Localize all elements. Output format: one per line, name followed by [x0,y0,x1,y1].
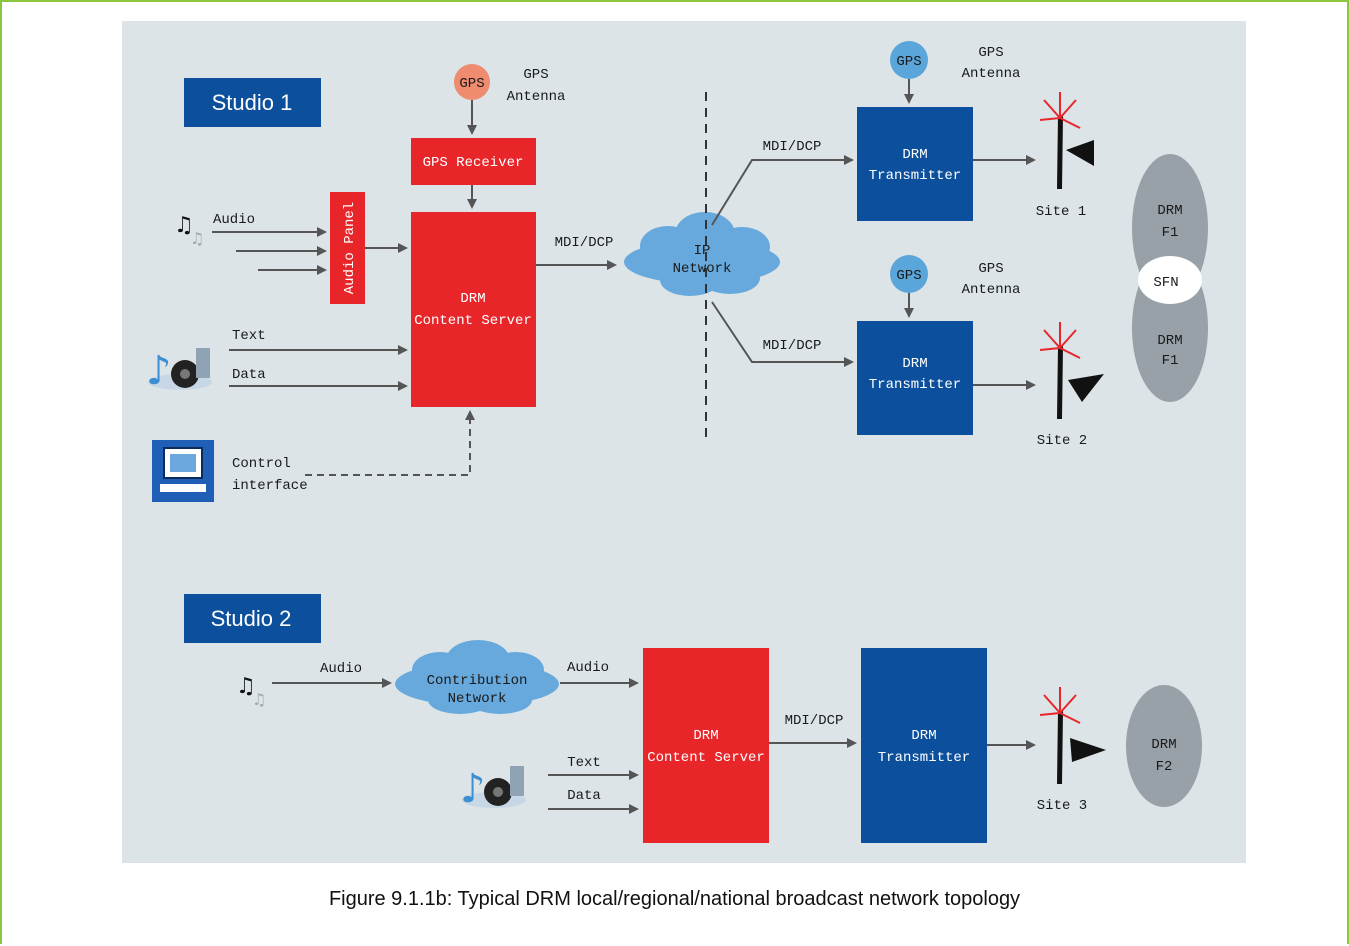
text-label: Text [567,755,601,771]
drm-transmitter-2-box: DRM Transmitter [857,321,973,435]
antenna-tower-icon [1039,92,1094,189]
figure-caption: Figure 9.1.1b: Typical DRM local/regiona… [328,888,1021,910]
svg-text:GPS: GPS [896,268,921,284]
audio-label: Audio [213,212,255,228]
svg-text:Transmitter: Transmitter [869,377,961,393]
svg-text:♫: ♫ [236,674,256,699]
control-label: Control [232,456,291,472]
antenna-tower-icon [1039,322,1104,419]
text-label: Text [232,328,266,344]
site2-label: Site 2 [1037,433,1087,449]
audio-panel-box: Audio Panel [330,192,365,304]
mdi-dcp-label: MDI/DCP [555,235,614,251]
svg-text:Transmitter: Transmitter [878,750,970,766]
svg-text:♫: ♫ [252,690,266,709]
mdi-dcp-site1-label: MDI/DCP [763,139,822,155]
svg-text:F1: F1 [1162,353,1179,369]
svg-text:Network: Network [448,691,507,707]
svg-text:Transmitter: Transmitter [869,168,961,184]
svg-text:♪: ♪ [146,348,172,394]
control-label-2: interface [232,478,308,494]
svg-text:Content Server: Content Server [414,313,532,329]
svg-text:♫: ♫ [190,229,204,248]
audio-out-label: Audio [567,660,609,676]
svg-text:DRM: DRM [460,291,485,307]
svg-text:DRM: DRM [902,147,927,163]
svg-text:IP: IP [694,243,711,259]
multimedia-icon: ♪ [460,766,526,812]
data-label: Data [567,788,601,804]
studio1-label: Studio 1 [184,78,321,127]
mdi-dcp-label: MDI/DCP [785,713,844,729]
data-label: Data [232,367,266,383]
gps-receiver-box: GPS Receiver [411,138,536,185]
svg-text:DRM: DRM [1157,333,1182,349]
multimedia-icon: ♪ [146,348,212,394]
computer-icon [152,440,214,502]
svg-text:GPS: GPS [896,54,921,70]
drm-f2-coverage: DRM F2 [1126,685,1202,807]
gps-antenna-label: GPS [523,67,548,83]
svg-text:♪: ♪ [460,766,486,812]
drm-transmitter-1-box: DRM Transmitter [857,107,973,221]
arrow-ip-to-tx1 [711,155,854,226]
studio2-label: Studio 2 [184,594,321,643]
gps-antenna-site1-label-2: Antenna [962,66,1021,82]
svg-text:DRM: DRM [1151,737,1176,753]
svg-text:DRM: DRM [911,728,936,744]
arrow-ip-to-tx2 [711,301,854,367]
svg-text:F2: F2 [1156,759,1173,775]
mdi-dcp-site2-label: MDI/DCP [763,338,822,354]
gps-icon: GPS [890,41,928,79]
drm-content-server-box: DRM Content Server [411,212,536,407]
contribution-network-cloud: Contribution Network [395,640,559,714]
gps-antenna-label-2: Antenna [507,89,566,105]
site1-label: Site 1 [1036,204,1086,220]
site3-label: Site 3 [1037,798,1087,814]
svg-text:Network: Network [673,261,732,277]
svg-text:DRM: DRM [1157,203,1182,219]
gps-antenna-site2-label: GPS [978,261,1003,277]
arrow-control-dashed [305,410,475,476]
svg-text:GPS: GPS [459,76,484,92]
audio-in-label: Audio [320,661,362,677]
music-note-icon: ♫ ♫ [174,213,204,248]
svg-text:GPS Receiver: GPS Receiver [423,155,524,171]
svg-text:Studio 2: Studio 2 [211,606,292,631]
gps-antenna-site1-label: GPS [978,45,1003,61]
svg-text:F1: F1 [1162,225,1179,241]
antenna-tower-icon [1039,687,1106,784]
gps-icon: GPS [454,64,490,100]
drm-transmitter-3-box: DRM Transmitter [861,648,987,843]
gps-antenna-site2-label-2: Antenna [962,282,1021,298]
svg-text:Audio Panel: Audio Panel [342,202,358,294]
sfn-coverage: DRM F1 SFN DRM F1 [1132,154,1208,402]
svg-text:Contribution: Contribution [427,673,528,689]
svg-text:Studio 1: Studio 1 [212,90,293,115]
svg-text:DRM: DRM [902,356,927,372]
svg-text:DRM: DRM [693,728,718,744]
drm-content-server-2-box: DRM Content Server [643,648,769,843]
svg-text:Content Server: Content Server [647,750,765,766]
svg-text:♫: ♫ [174,213,194,238]
gps-icon: GPS [890,255,928,293]
ip-network-cloud: IP Network [624,212,780,296]
music-note-icon: ♫ ♫ [236,674,266,709]
svg-text:SFN: SFN [1153,275,1178,291]
